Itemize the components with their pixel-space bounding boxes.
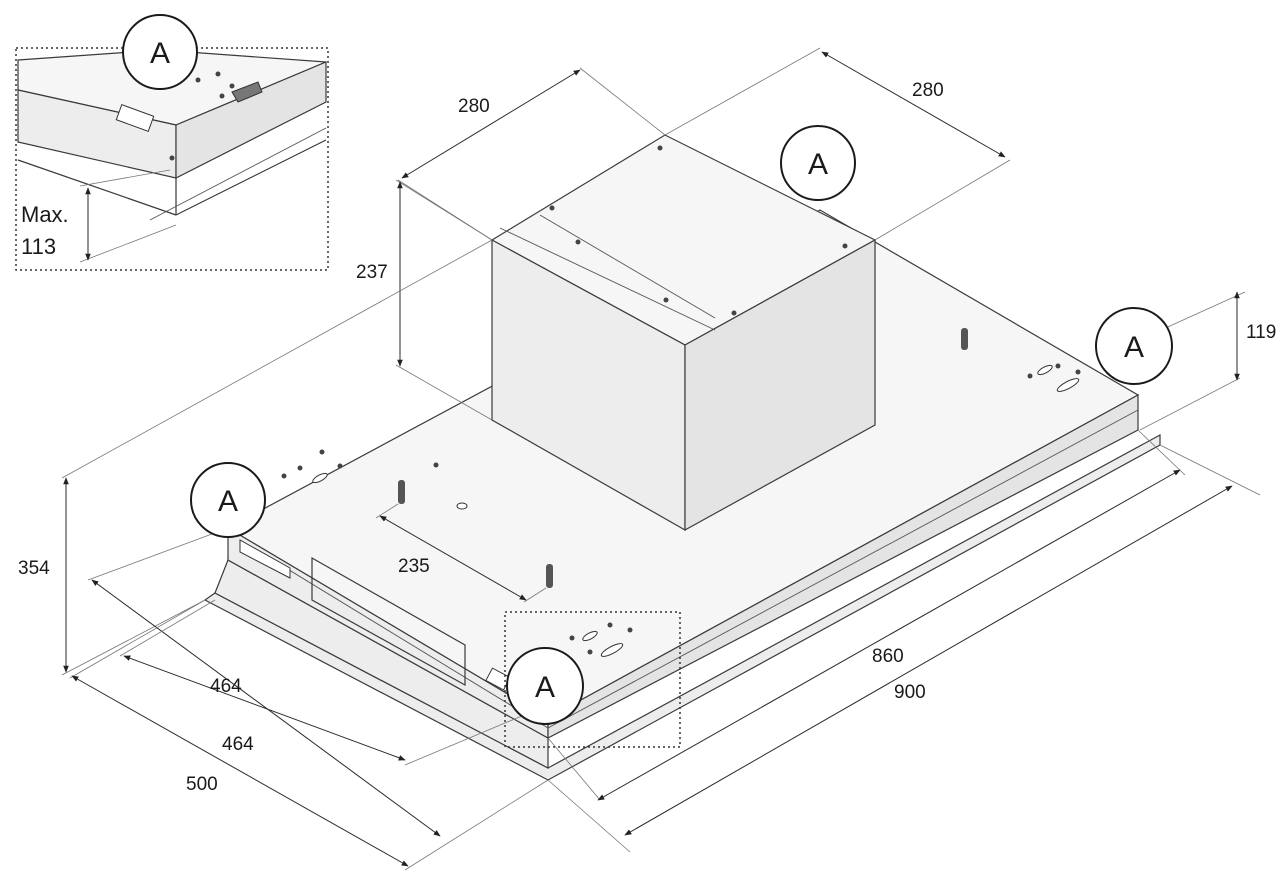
dim-label-464-upper: 464 <box>210 676 242 697</box>
svg-text:A: A <box>218 485 238 518</box>
svg-text:A: A <box>808 148 828 181</box>
motor-box-top-strip <box>499 227 716 331</box>
dim-label-280-left: 280 <box>458 96 490 117</box>
callout-a-right: A <box>1095 307 1173 385</box>
left-bracket <box>239 539 291 579</box>
inset-front-slot <box>115 104 155 132</box>
callout-a-front-left: A <box>190 462 266 538</box>
motor-box-top-strip-2 <box>539 214 716 319</box>
dim-line-280-left <box>401 69 581 179</box>
dim-line-235 <box>379 515 527 601</box>
dim-label-860: 860 <box>872 646 904 667</box>
dimension-lines <box>61 47 1261 871</box>
dim-label-900: 900 <box>894 682 926 703</box>
dim-label-235: 235 <box>398 556 430 577</box>
dim-line-900 <box>624 485 1233 836</box>
inset-lower-edge <box>17 159 177 216</box>
mounting-pins <box>398 328 968 588</box>
inset-side-face <box>175 61 327 179</box>
dim-label-354: 354 <box>18 558 50 579</box>
callout-a-back: A <box>780 125 856 201</box>
inset-clip <box>231 81 263 103</box>
callout-a-front-corner: A <box>506 647 584 725</box>
inset-lower-side-edge <box>175 139 327 216</box>
inset-label-value: 113 <box>21 234 56 259</box>
svg-text:A: A <box>535 671 555 704</box>
dim-label-237: 237 <box>356 262 388 283</box>
dim-label-119: 119 <box>1246 322 1276 343</box>
callout-a-inset: A <box>122 14 198 90</box>
dim-label-464-lower: 464 <box>222 734 254 755</box>
motor-box <box>490 134 877 532</box>
motor-box-side <box>684 238 876 532</box>
inset-flange-edge <box>149 127 327 221</box>
inset-label-max: Max. <box>21 202 69 227</box>
dimension-labels: 280 280 237 119 354 235 464 464 500 860 … <box>18 80 1276 795</box>
inset-detail: Max. 113 A <box>15 14 329 271</box>
svg-text:A: A <box>1124 331 1144 364</box>
dim-label-280-right: 280 <box>912 80 944 101</box>
svg-text:A: A <box>150 37 170 70</box>
dim-line-280-right <box>821 51 1006 158</box>
dim-line-500 <box>71 675 409 867</box>
dim-label-500: 500 <box>186 774 218 795</box>
